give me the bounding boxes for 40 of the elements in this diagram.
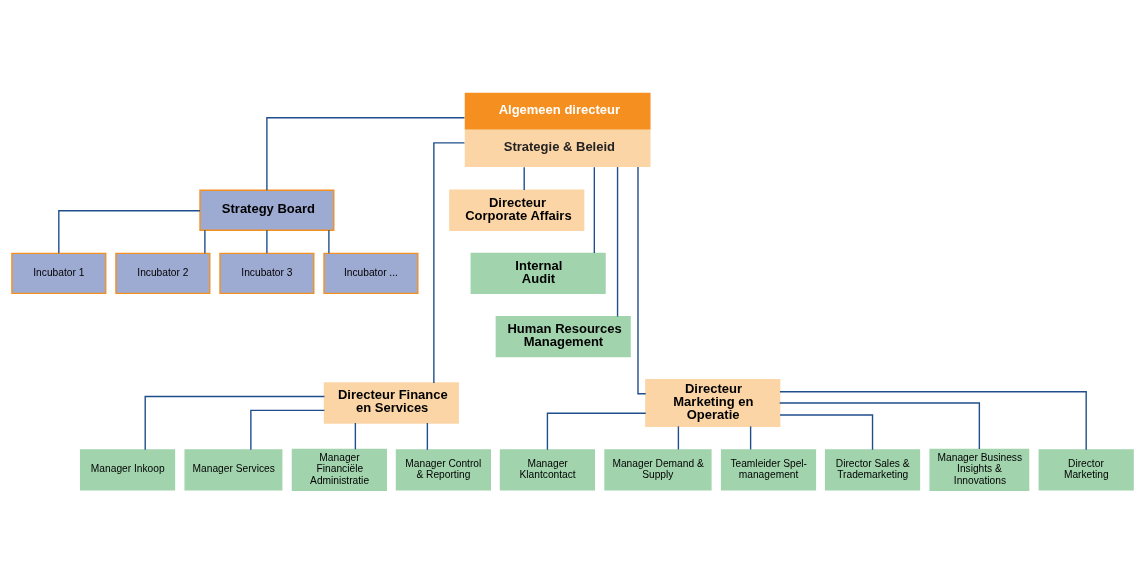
node-box: Directeur Finance en Services xyxy=(323,381,459,424)
node-box: Manager Services xyxy=(184,448,283,490)
connector xyxy=(144,395,326,450)
node-box: Internal Audit xyxy=(470,252,606,294)
node-box: Manager Financiële Administratie xyxy=(291,448,387,491)
node-box: Incubator 3 xyxy=(219,252,315,294)
connector xyxy=(779,401,981,450)
node-box: Manager Demand & Supply xyxy=(604,448,712,490)
connector xyxy=(328,229,330,254)
connector xyxy=(58,209,201,254)
connector xyxy=(546,412,647,450)
node-box: Incubator 2 xyxy=(115,252,211,294)
node-box: Incubator 1 xyxy=(11,252,107,294)
node-box: Human Resources Management xyxy=(495,315,631,357)
node-box: Manager Business Insights & Innovations xyxy=(929,448,1030,491)
connector xyxy=(637,165,647,394)
connector xyxy=(266,229,268,254)
connector xyxy=(354,421,357,450)
connector xyxy=(779,390,1087,450)
connector xyxy=(779,413,874,450)
node-box: Director Marketing xyxy=(1038,448,1134,490)
node-box: Manager Klantcontact xyxy=(499,448,596,490)
connector xyxy=(266,116,466,191)
node-box: Manager Inkoop xyxy=(79,448,176,490)
connector xyxy=(433,141,466,384)
connector xyxy=(749,425,752,450)
node-box: Incubator ... xyxy=(323,252,419,294)
connector xyxy=(677,425,680,450)
connector xyxy=(593,166,596,254)
connector xyxy=(523,166,525,191)
node-box: Director Sales & Trademarketing xyxy=(824,448,921,490)
connector xyxy=(204,229,206,254)
connector xyxy=(250,409,326,450)
node-box: Strategy Board xyxy=(199,189,335,231)
node-box: Manager Control & Reporting xyxy=(395,448,491,490)
node-box: Directeur Marketing en Operatie xyxy=(645,378,781,427)
node-box: Teamleider Spel-management xyxy=(720,448,817,490)
node-box: Directeur Corporate Affairs xyxy=(449,189,585,231)
connector xyxy=(616,165,619,317)
connector xyxy=(426,421,429,450)
